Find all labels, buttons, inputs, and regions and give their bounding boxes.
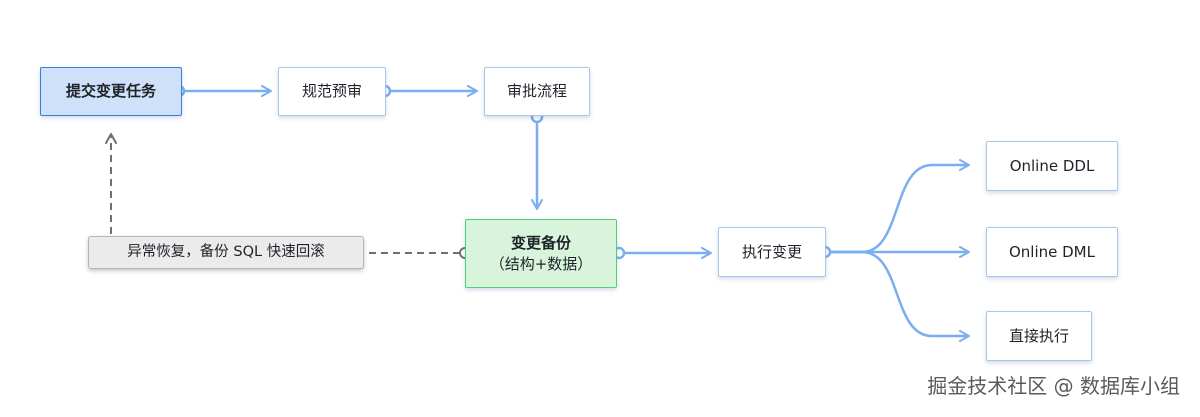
node-change-backup: 变更备份 （结构+数据）: [465, 219, 617, 288]
node-submit-change-task: 提交变更任务: [40, 67, 182, 116]
node-online-ddl: Online DDL: [986, 141, 1118, 191]
node-label: 审批流程: [506, 82, 567, 100]
node-label-line1: 变更备份: [510, 233, 571, 252]
node-label: Online DDL: [1009, 156, 1095, 175]
node-label: 执行变更: [741, 242, 802, 261]
node-approval: 审批流程: [484, 67, 590, 116]
node-label: 提交变更任务: [65, 82, 156, 100]
node-label: 异常恢复，备份 SQL 快速回滚: [127, 244, 325, 260]
node-precheck: 规范预审: [278, 67, 386, 116]
node-label: 规范预审: [301, 82, 362, 100]
arrow-execute-to-direct-exec: [828, 250, 970, 342]
node-online-dml: Online DML: [986, 227, 1118, 277]
node-exception-recovery: 异常恢复，备份 SQL 快速回滚: [88, 236, 364, 269]
node-label: Online DML: [1008, 242, 1095, 261]
node-execute-change: 执行变更: [718, 227, 826, 277]
watermark: 掘金技术社区 @ 数据库小组: [927, 374, 1180, 398]
node-label: 直接执行: [1008, 326, 1069, 345]
arrow-execute-to-online-ddl: [828, 159, 970, 254]
node-label-line2: （结构+数据）: [489, 254, 593, 273]
node-direct-execute: 直接执行: [986, 311, 1092, 361]
